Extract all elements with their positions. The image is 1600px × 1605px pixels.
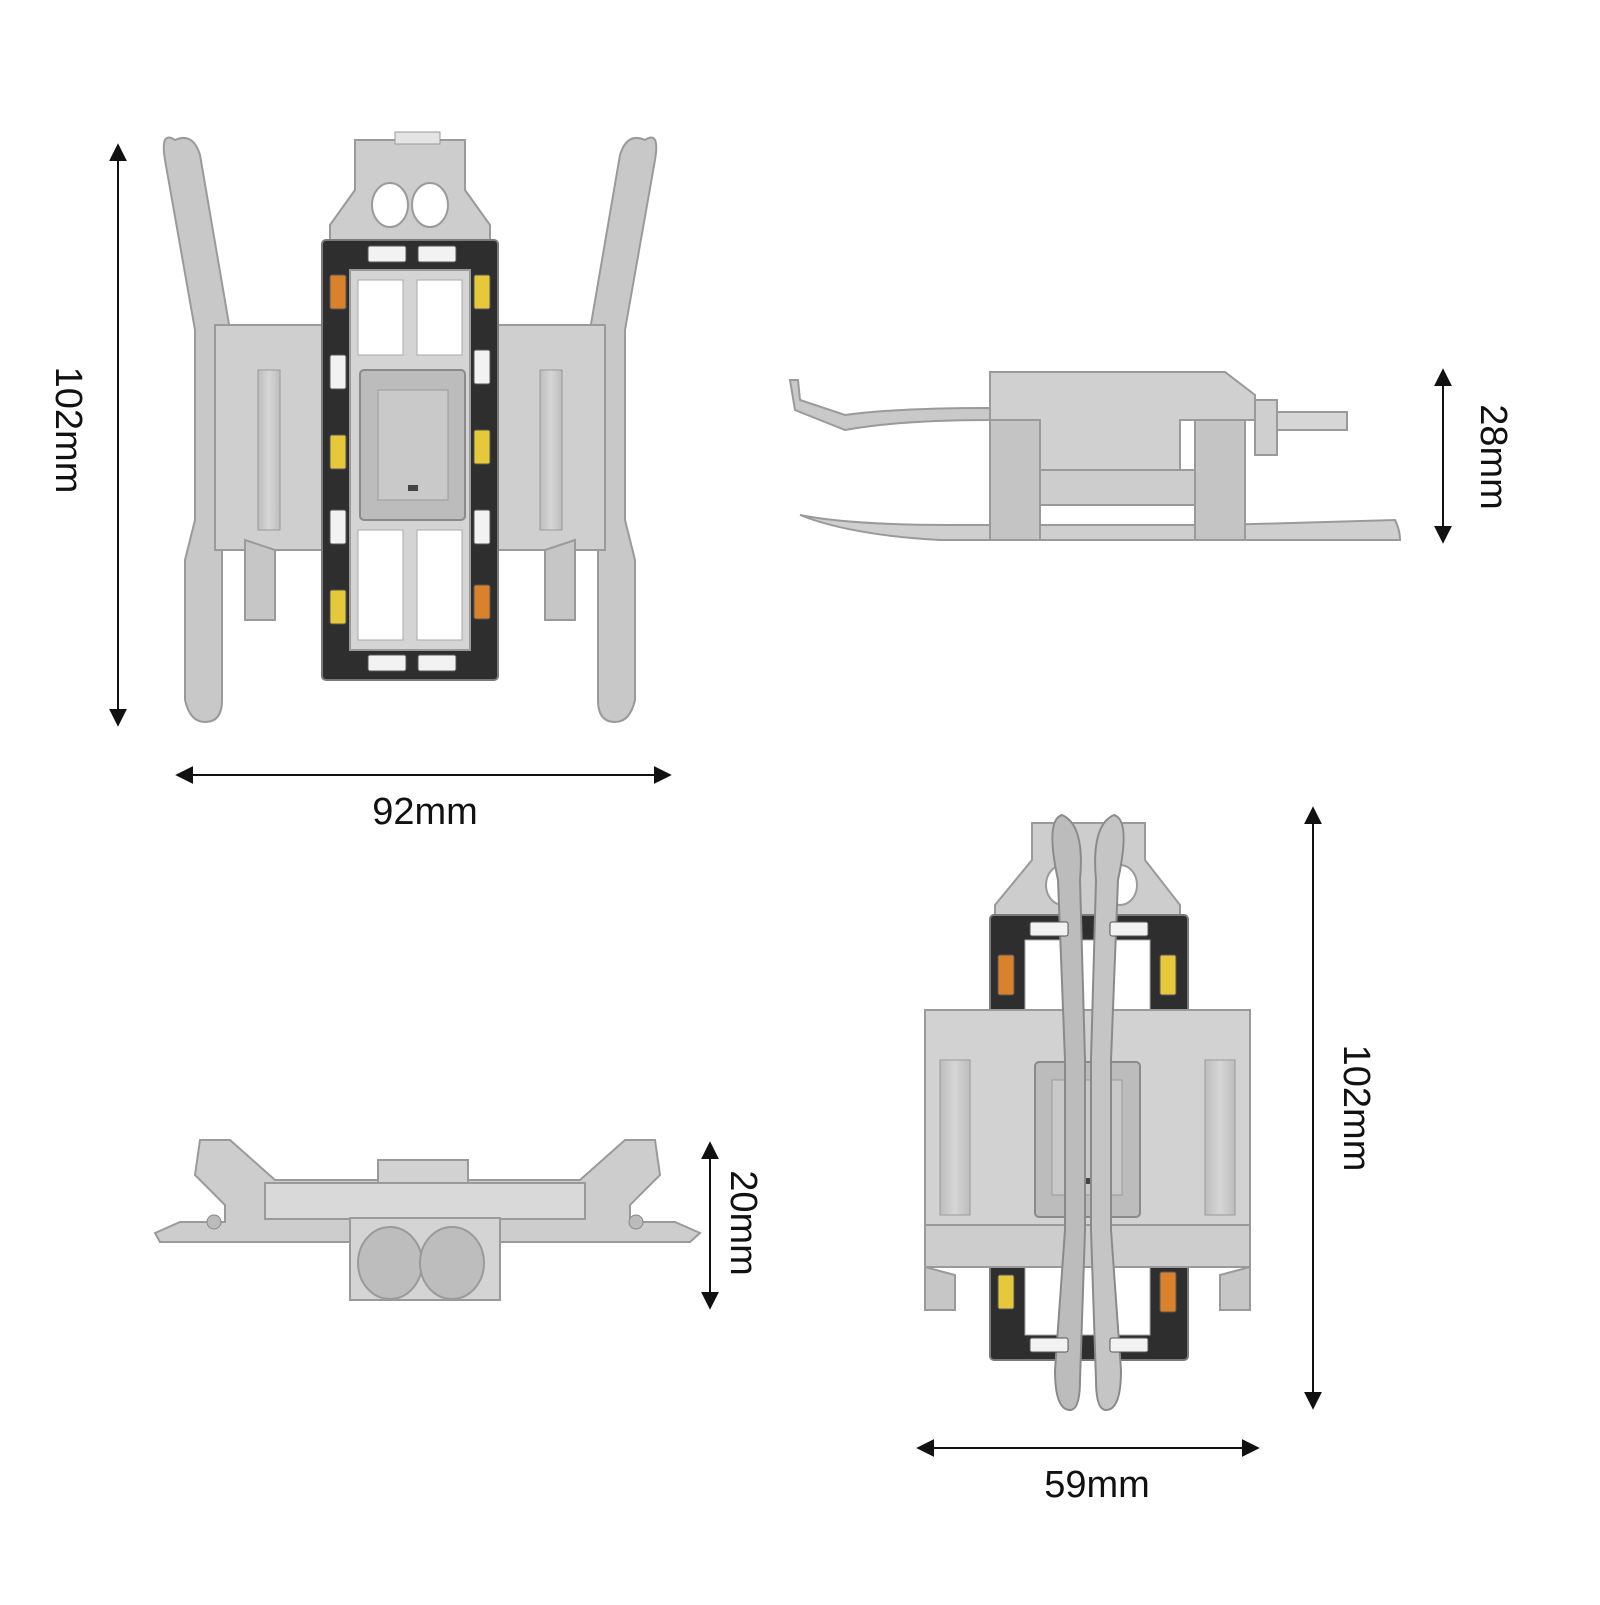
front-view-illustration [153, 1139, 702, 1301]
view1-height-label: 102mm [47, 366, 89, 494]
view3-height-label: 20mm [722, 1170, 764, 1276]
side-view-illustration [788, 371, 1402, 541]
view2-height-label: 28mm [1472, 404, 1514, 510]
top-view-illustration [162, 131, 658, 724]
folded-view-illustration [924, 813, 1251, 1412]
view1-width-label: 92mm [372, 791, 478, 833]
view4-width-label: 59mm [1044, 1464, 1150, 1506]
view4-height-label: 102mm [1335, 1044, 1377, 1172]
